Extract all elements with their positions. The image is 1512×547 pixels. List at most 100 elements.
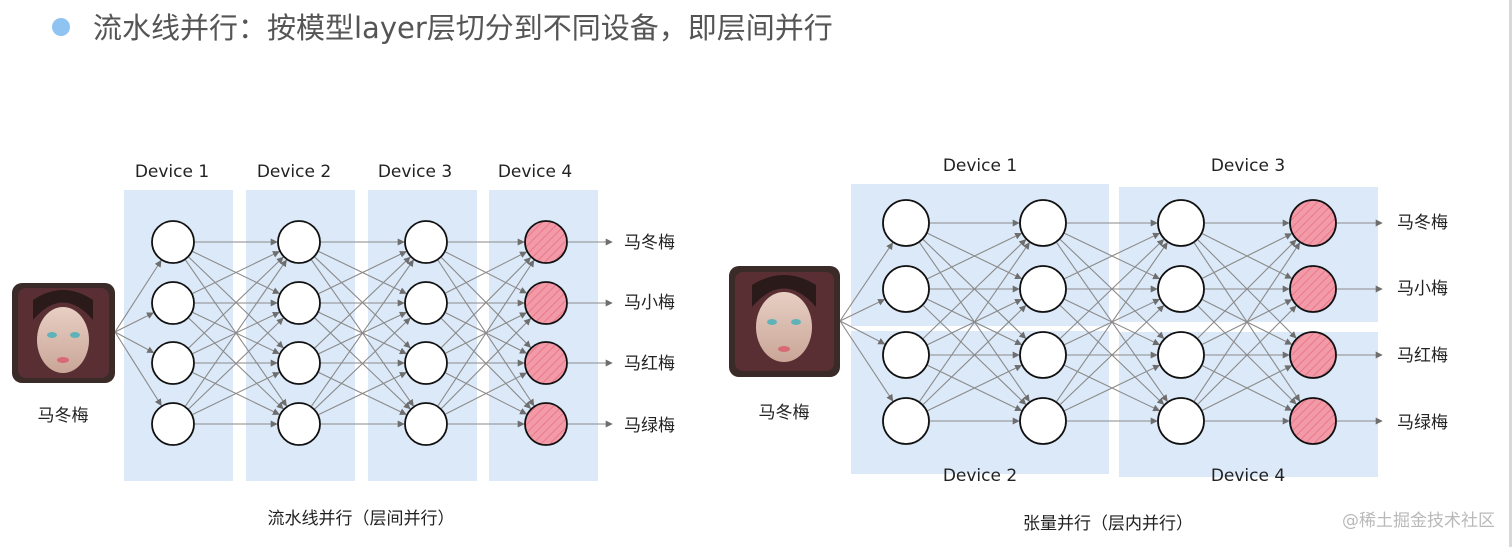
edge — [927, 364, 1023, 412]
tensor-input-label: 马冬梅 — [759, 403, 810, 423]
watermark: @稀土掘金技术社区 — [1342, 511, 1495, 531]
edge — [314, 317, 411, 410]
tensor-output-1: 马冬梅 — [1397, 213, 1448, 233]
neuron-node — [404, 281, 448, 325]
neuron-node — [1019, 331, 1067, 379]
edge — [839, 242, 894, 322]
neuron-node — [1157, 331, 1205, 379]
neuron-node — [1157, 265, 1205, 313]
edge — [919, 242, 1030, 402]
t-device3-label: Device 3 — [1211, 156, 1285, 176]
pipeline-output-3: 马红梅 — [624, 354, 675, 374]
neuron-node — [151, 341, 195, 385]
device1-label: Device 1 — [135, 162, 209, 182]
neuron-node — [151, 402, 195, 446]
neuron-node — [882, 331, 930, 379]
tensor-diagram: Device 1 Device 3 Device 2 Device 4 马冬梅 … — [729, 156, 1448, 534]
neuron-node — [1019, 397, 1067, 445]
neuron-node — [404, 341, 448, 385]
device2-label: Device 2 — [257, 162, 331, 182]
edge — [922, 239, 1027, 339]
neuron-node — [277, 281, 321, 325]
edge — [445, 251, 528, 294]
neuron-node — [277, 341, 321, 385]
edge — [114, 331, 155, 354]
edge — [437, 259, 535, 406]
output-node — [1289, 331, 1337, 379]
edge — [1202, 365, 1293, 411]
edge — [1193, 242, 1301, 402]
device3-label: Device 3 — [378, 162, 452, 182]
edge — [1059, 305, 1165, 405]
t-device2-label: Device 2 — [943, 466, 1017, 486]
edge — [114, 312, 154, 333]
edge — [1197, 305, 1297, 405]
t-device4-label: Device 4 — [1211, 466, 1285, 486]
tensor-output-2: 马小梅 — [1397, 279, 1448, 299]
edge — [839, 298, 886, 322]
edge — [1197, 239, 1297, 339]
neuron-node — [277, 402, 321, 446]
edge — [314, 256, 411, 349]
tensor-output-3: 马红梅 — [1397, 346, 1448, 366]
edge — [192, 251, 280, 294]
edge — [922, 305, 1027, 405]
edge — [192, 372, 280, 415]
t-device1-label: Device 1 — [943, 156, 1017, 176]
neuron-node — [1157, 199, 1205, 247]
neuron-node — [1157, 397, 1205, 445]
edge — [441, 257, 532, 348]
pipeline-diagram: Device 1 Device 2 Device 3 Device 4 马冬梅 … — [12, 162, 675, 529]
edge — [185, 259, 287, 407]
edge — [1059, 239, 1165, 339]
t-device3-panel — [1119, 187, 1378, 322]
pipeline-input-label: 马冬梅 — [38, 406, 89, 426]
neuron-node — [151, 220, 195, 264]
edge — [1056, 242, 1168, 402]
pipeline-input-photo — [12, 283, 115, 383]
slide-title: 流水线并行：按模型layer层切分到不同设备，即层间并行 — [93, 11, 833, 45]
edge — [1064, 364, 1160, 412]
pipeline-output-1: 马冬梅 — [624, 233, 675, 253]
pipeline-edges — [114, 238, 613, 428]
edge — [445, 372, 528, 415]
pipeline-caption: 流水线并行（层间并行） — [268, 509, 455, 529]
tensor-input-photo — [729, 266, 840, 377]
neuron-node — [404, 220, 448, 264]
output-node — [1289, 397, 1337, 445]
neuron-node — [882, 397, 930, 445]
edge — [188, 256, 284, 349]
edge — [318, 372, 407, 415]
neuron-node — [404, 402, 448, 446]
slide-border — [1509, 0, 1512, 547]
output-node — [524, 402, 568, 446]
pipeline-output-2: 马小梅 — [624, 293, 675, 313]
edge — [839, 320, 894, 402]
bullet-dot — [52, 18, 70, 36]
neuron-node — [277, 220, 321, 264]
tensor-output-4: 马绿梅 — [1397, 413, 1448, 433]
device4-label: Device 4 — [498, 162, 572, 182]
tensor-caption: 张量并行（层内并行） — [1023, 514, 1193, 534]
neuron-node — [882, 265, 930, 313]
edge — [927, 232, 1023, 280]
output-node — [524, 341, 568, 385]
neuron-node — [882, 199, 930, 247]
neuron-node — [151, 281, 195, 325]
edge — [839, 320, 886, 345]
edge — [318, 251, 407, 294]
output-node — [524, 220, 568, 264]
edge — [1202, 233, 1293, 279]
edge — [1064, 232, 1160, 280]
pipeline-nodes — [151, 220, 568, 446]
pipeline-output-4: 马绿梅 — [624, 416, 675, 436]
neuron-node — [1019, 199, 1067, 247]
tensor-edges — [839, 219, 1383, 425]
edge — [441, 318, 532, 409]
output-node — [1289, 265, 1337, 313]
edge — [188, 317, 284, 410]
edge — [114, 259, 162, 333]
edge — [114, 331, 162, 406]
output-node — [1289, 199, 1337, 247]
